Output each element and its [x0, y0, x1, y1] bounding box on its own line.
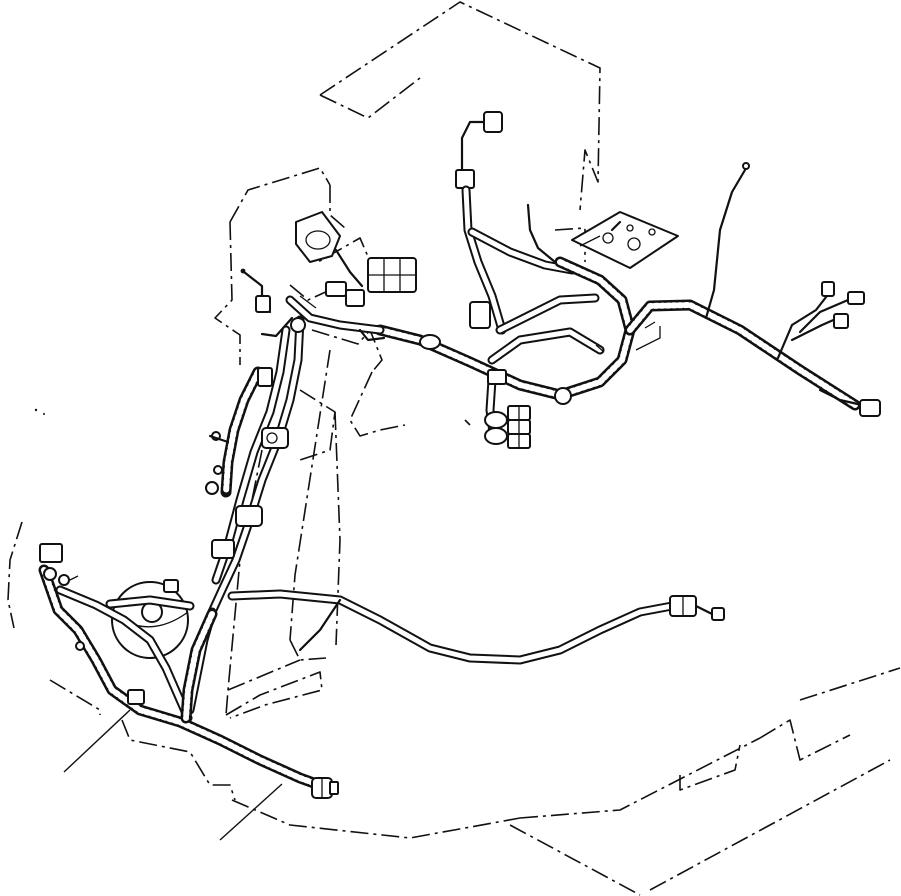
leader-line-1	[63, 709, 131, 773]
top-connector	[483, 111, 503, 133]
relay-block	[484, 369, 531, 449]
inline-connector-a	[455, 169, 475, 189]
cab-outline	[214, 1, 601, 373]
right-harness-branch	[624, 162, 881, 417]
leader-line-2	[219, 783, 283, 841]
cab-front-components	[240, 211, 441, 350]
lower-end-connector	[311, 777, 339, 799]
floor-outline	[7, 521, 901, 896]
lower-harness	[38, 543, 328, 792]
long-cable	[227, 589, 725, 665]
main-harness	[374, 256, 661, 405]
console-outline	[225, 349, 471, 719]
inline-connector-b	[469, 301, 491, 329]
upper-wiring	[455, 111, 679, 335]
end-connector-right	[859, 399, 881, 417]
pedal-unit	[105, 579, 195, 659]
branch-connector-b	[847, 291, 865, 305]
branch-connector-c	[833, 313, 849, 329]
leader-lines	[63, 709, 283, 841]
terminal-plate	[571, 211, 679, 269]
front-harness	[205, 315, 306, 617]
branch-connector-a	[821, 281, 835, 297]
